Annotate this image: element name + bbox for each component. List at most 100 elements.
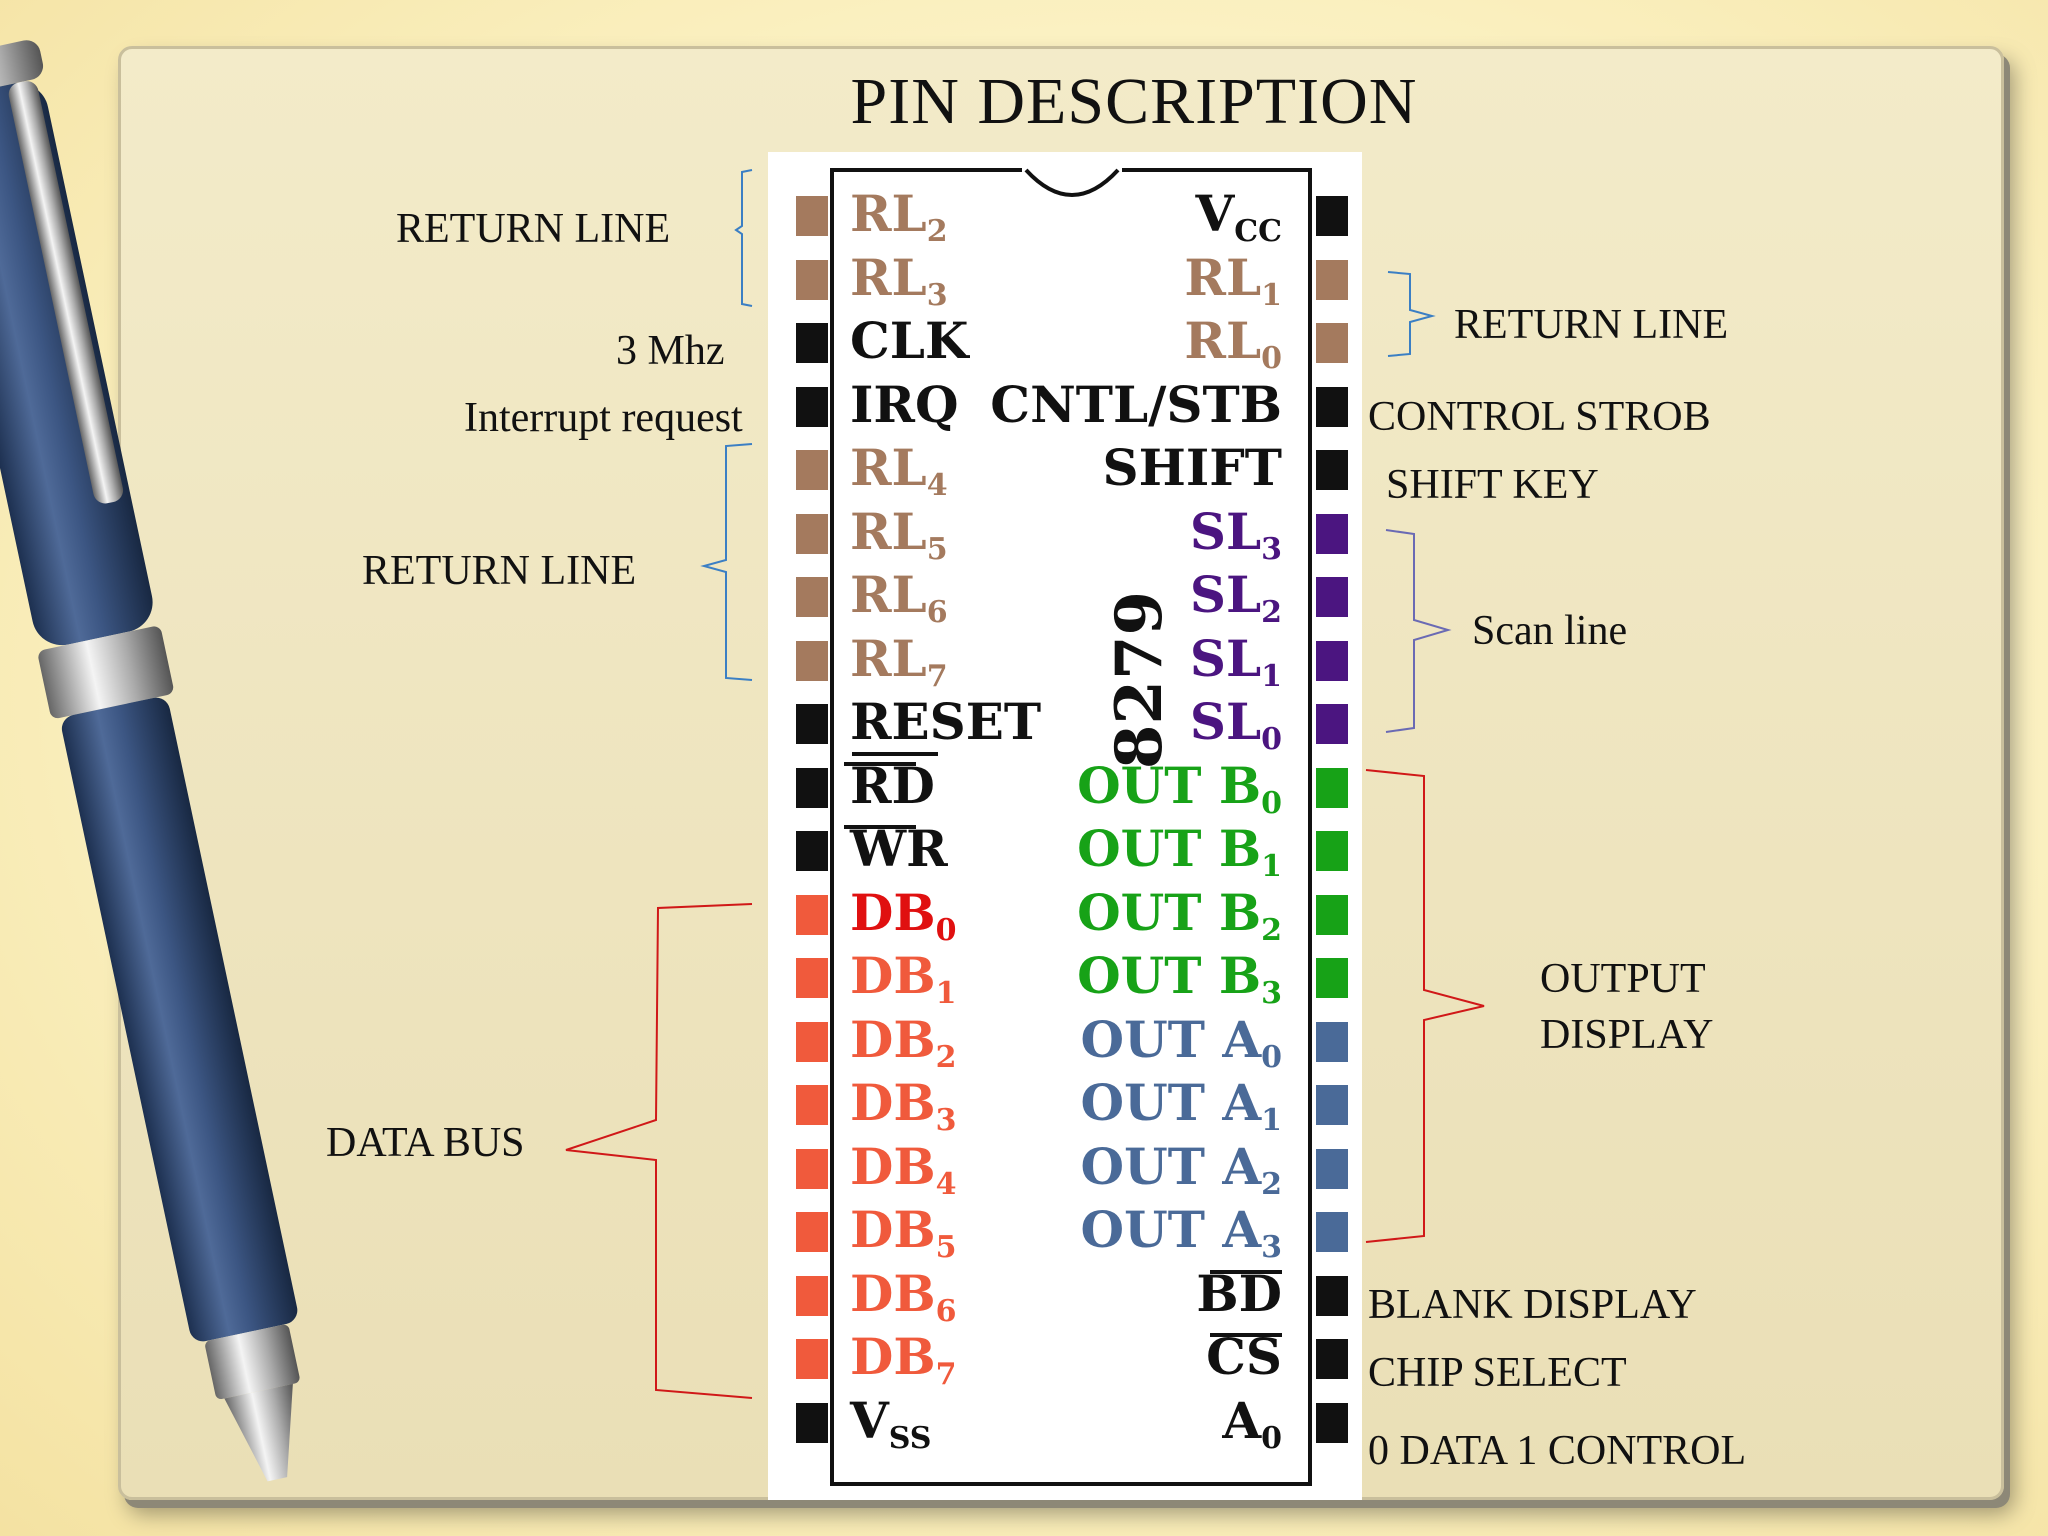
label-output-display-2: DISPLAY xyxy=(1540,1012,1714,1058)
right-pin-34-label: SL2 xyxy=(1190,565,1282,643)
pen-image xyxy=(0,40,300,1482)
left-pin-19-block xyxy=(796,1339,828,1379)
left-pin-15-block xyxy=(796,1085,828,1125)
right-pin-30-label: OUT B1 xyxy=(1077,819,1282,897)
left-pin-20-label: VSS xyxy=(850,1391,931,1469)
chip-number: 8279 xyxy=(1102,590,1177,770)
left-pin-1-subscript: 2 xyxy=(926,214,948,249)
label-interrupt: Interrupt request xyxy=(464,395,743,441)
left-pin-4-label: IRQ xyxy=(850,375,959,435)
left-pin-13-label: DB1 xyxy=(850,946,957,1024)
label-a0-function: 0 DATA 1 CONTROL xyxy=(1368,1428,1747,1474)
right-pin-34-block xyxy=(1316,577,1348,617)
left-pin-5-label: RL4 xyxy=(850,438,948,516)
left-pin-20-name: V xyxy=(850,1390,889,1450)
right-pin-24-subscript: 3 xyxy=(1261,1230,1282,1265)
right-pin-32-subscript: 0 xyxy=(1261,722,1282,757)
page-title: PIN DESCRIPTION xyxy=(850,65,1418,138)
left-pin-16-name: DB xyxy=(850,1136,936,1196)
label-return-line-right: RETURN LINE xyxy=(1454,302,1729,348)
left-pin-12-subscript: 0 xyxy=(935,912,957,948)
right-pin-32-block xyxy=(1316,704,1348,744)
left-pin-14-label: DB2 xyxy=(850,1010,957,1088)
left-pin-13-name: DB xyxy=(850,946,936,1005)
right-pin-29-subscript: 2 xyxy=(1261,912,1282,948)
left-pin-2-name: RL xyxy=(850,247,927,307)
left-pin-17-block xyxy=(796,1212,828,1252)
right-pin-26-label: OUT A1 xyxy=(1081,1073,1282,1151)
left-pin-13-subscript: 1 xyxy=(935,976,957,1011)
left-pin-1-block xyxy=(796,196,828,236)
left-pin-4-name: IRQ xyxy=(850,374,959,434)
right-pin-27-block xyxy=(1316,1021,1348,1062)
left-pin-16-block xyxy=(796,1148,828,1189)
right-pin-37-label: CNTL/STB xyxy=(990,375,1282,435)
right-pin-24-label: OUT A3 xyxy=(1081,1200,1282,1278)
right-pin-40-label: VCC xyxy=(1195,184,1282,262)
left-pin-6-label: RL5 xyxy=(850,502,948,580)
left-pin-8-block xyxy=(796,640,828,681)
right-pin-30-name: OUT B xyxy=(1077,819,1262,878)
right-pin-23-overline xyxy=(1210,1269,1282,1274)
left-pin-9-block xyxy=(796,704,828,744)
right-pin-38-label: RL0 xyxy=(1184,311,1282,389)
left-pin-2-subscript: 3 xyxy=(926,277,948,313)
right-pin-28-label: OUT B3 xyxy=(1077,946,1282,1024)
left-pin-15-subscript: 3 xyxy=(935,1103,957,1138)
label-clock: 3 Mhz xyxy=(616,328,725,374)
left-pin-2-label: RL3 xyxy=(850,248,948,326)
label-blank-display: BLANK DISPLAY xyxy=(1368,1282,1697,1328)
left-pin-12-name: DB xyxy=(850,882,936,942)
right-pin-40-block xyxy=(1316,196,1348,236)
right-pin-33-label: SL1 xyxy=(1190,629,1282,707)
right-pin-27-subscript: 0 xyxy=(1261,1039,1282,1075)
right-pin-28-name: OUT B xyxy=(1077,946,1262,1005)
left-pin-12-block xyxy=(796,894,828,935)
left-pin-13-block xyxy=(796,958,828,998)
right-pin-39-subscript: 1 xyxy=(1261,277,1282,313)
left-pin-6-subscript: 5 xyxy=(926,531,948,567)
right-pin-22-block xyxy=(1316,1339,1348,1379)
left-pin-18-name: DB xyxy=(850,1263,936,1323)
left-pin-3-name: CLK xyxy=(850,311,969,370)
right-pin-26-subscript: 1 xyxy=(1261,1103,1282,1138)
right-pin-31-subscript: 0 xyxy=(1261,785,1282,821)
left-pin-20-subscript: SS xyxy=(888,1420,932,1456)
left-pin-10-block xyxy=(796,767,828,808)
chip-notch xyxy=(1022,162,1122,197)
right-pin-24-block xyxy=(1316,1212,1348,1252)
left-pin-17-name: DB xyxy=(850,1200,936,1259)
right-pin-39-name: RL xyxy=(1184,247,1262,307)
right-pin-32-name: SL xyxy=(1189,692,1262,751)
right-pin-23-block xyxy=(1316,1275,1348,1316)
left-pin-15-label: DB3 xyxy=(850,1073,957,1151)
label-control-strobe: CONTROL STROB xyxy=(1368,394,1711,440)
right-pin-34-name: SL xyxy=(1189,565,1262,624)
right-pin-32-label: SL0 xyxy=(1190,692,1282,770)
left-pin-5-name: RL xyxy=(850,438,927,497)
left-pin-5-block xyxy=(796,450,828,490)
right-pin-33-subscript: 1 xyxy=(1261,658,1282,694)
left-pin-18-subscript: 6 xyxy=(935,1293,957,1329)
left-pin-1-label: RL2 xyxy=(850,184,948,262)
left-pin-3-block xyxy=(796,323,828,363)
label-scan-line: Scan line xyxy=(1472,608,1628,654)
right-pin-36-label: SHIFT xyxy=(1103,438,1282,498)
right-pin-35-name: SL xyxy=(1189,501,1262,561)
left-pin-6-name: RL xyxy=(850,501,927,561)
label-return-line-mid-left: RETURN LINE xyxy=(362,548,637,594)
right-pin-39-block xyxy=(1316,259,1348,300)
right-pin-35-label: SL3 xyxy=(1190,502,1282,580)
left-pin-12-label: DB0 xyxy=(850,883,957,961)
right-pin-26-block xyxy=(1316,1085,1348,1125)
left-pin-5-subscript: 4 xyxy=(926,468,948,503)
label-shift-key: SHIFT KEY xyxy=(1386,462,1599,508)
left-pin-7-subscript: 6 xyxy=(926,595,948,630)
right-pin-25-name: OUT A xyxy=(1080,1136,1262,1196)
left-pin-15-name: DB xyxy=(850,1073,936,1132)
left-pin-16-label: DB4 xyxy=(850,1137,957,1215)
right-pin-29-name: OUT B xyxy=(1077,882,1262,942)
right-pin-34-subscript: 2 xyxy=(1261,595,1282,630)
right-pin-35-subscript: 3 xyxy=(1261,531,1282,567)
left-pin-14-subscript: 2 xyxy=(935,1039,957,1075)
